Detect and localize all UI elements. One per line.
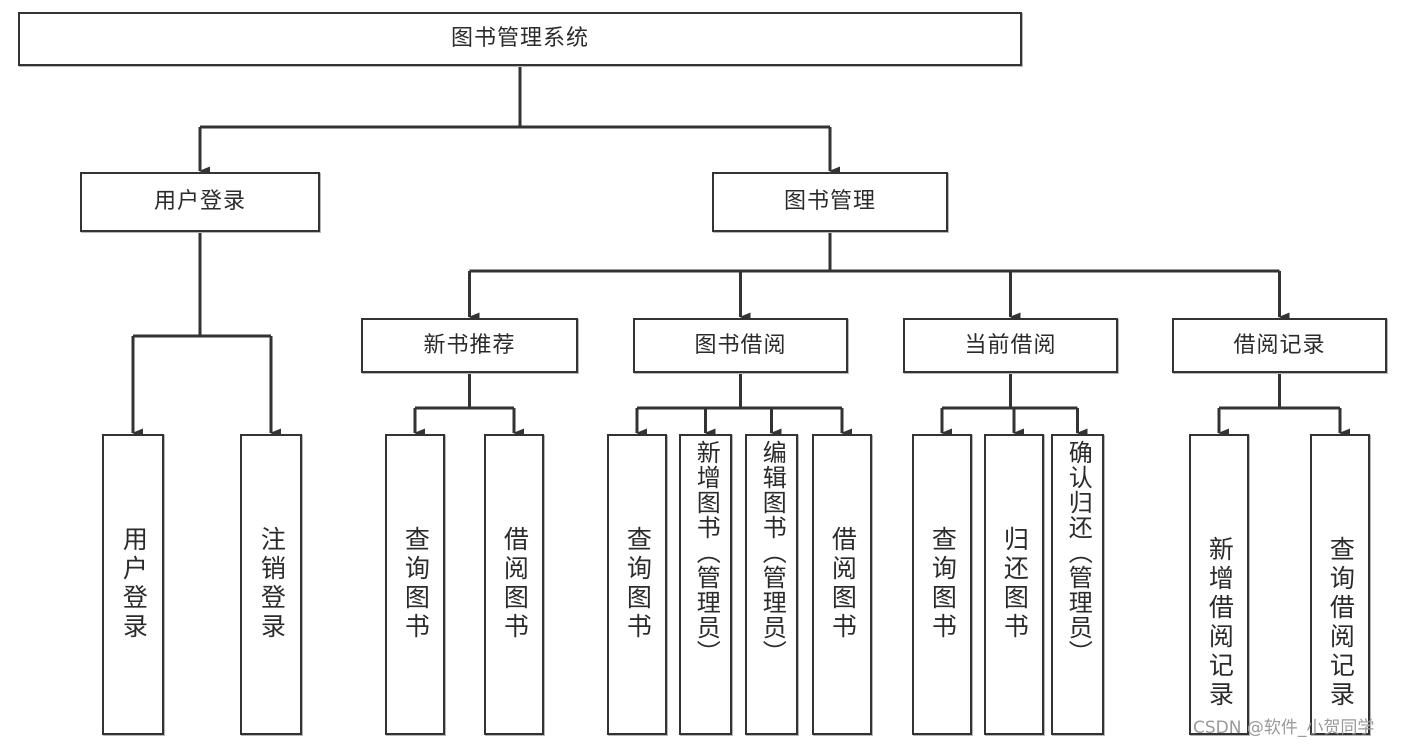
node-book-management-label: 图书管理 <box>783 189 876 215</box>
node-leaf-user-login-label: 用户登录 <box>119 526 149 642</box>
node-new-book-recommend[interactable]: 新书推荐 <box>361 318 578 373</box>
node-borrow-record[interactable]: 借阅记录 <box>1172 318 1387 373</box>
node-root-label: 图书管理系统 <box>450 26 589 52</box>
node-book-management[interactable]: 图书管理 <box>712 172 948 232</box>
node-leaf-query-book-1[interactable]: 查询图书 <box>385 434 445 735</box>
node-borrow-record-label: 借阅记录 <box>1233 332 1326 358</box>
node-leaf-query-book-2[interactable]: 查询图书 <box>607 434 667 735</box>
node-leaf-borrow-book-1[interactable]: 借阅图书 <box>484 434 544 735</box>
node-leaf-user-logout-label: 注销登录 <box>257 526 287 642</box>
node-book-borrow[interactable]: 图书借阅 <box>633 318 848 373</box>
node-leaf-borrow-book-2-label: 借阅图书 <box>828 526 858 642</box>
node-leaf-confirm-return[interactable]: 确认归还（管理员） <box>1051 434 1104 735</box>
node-leaf-query-book-3-label: 查询图书 <box>928 526 958 642</box>
node-leaf-edit-book-label: 编辑图书（管理员） <box>758 440 787 665</box>
watermark: CSDN @软件_小贺同学 <box>1193 718 1375 738</box>
node-leaf-query-book-3[interactable]: 查询图书 <box>912 434 972 735</box>
node-leaf-add-record-label: 新增借阅记录 <box>1205 536 1235 710</box>
node-user-login[interactable]: 用户登录 <box>80 172 320 232</box>
node-leaf-add-book[interactable]: 新增图书（管理员） <box>679 434 732 735</box>
node-root[interactable]: 图书管理系统 <box>18 12 1022 66</box>
node-leaf-borrow-book-1-label: 借阅图书 <box>500 526 530 642</box>
node-new-book-recommend-label: 新书推荐 <box>423 332 516 358</box>
node-leaf-return-book-label: 归还图书 <box>1000 526 1030 642</box>
node-current-borrow[interactable]: 当前借阅 <box>903 318 1118 373</box>
node-leaf-query-book-2-label: 查询图书 <box>623 526 653 642</box>
node-leaf-add-book-label: 新增图书（管理员） <box>692 440 721 665</box>
node-leaf-return-book[interactable]: 归还图书 <box>984 434 1044 735</box>
node-leaf-query-book-1-label: 查询图书 <box>401 526 431 642</box>
node-leaf-borrow-book-2[interactable]: 借阅图书 <box>812 434 872 735</box>
node-leaf-add-record[interactable]: 新增借阅记录 <box>1189 434 1249 735</box>
node-leaf-confirm-return-label: 确认归还（管理员） <box>1064 440 1093 665</box>
node-leaf-user-login[interactable]: 用户登录 <box>102 434 164 735</box>
node-leaf-edit-book[interactable]: 编辑图书（管理员） <box>745 434 798 735</box>
node-leaf-query-record-label: 查询借阅记录 <box>1326 536 1356 710</box>
node-current-borrow-label: 当前借阅 <box>964 332 1057 358</box>
node-leaf-user-logout[interactable]: 注销登录 <box>240 434 302 735</box>
node-user-login-label: 用户登录 <box>153 189 246 215</box>
node-book-borrow-label: 图书借阅 <box>694 332 787 358</box>
node-leaf-query-record[interactable]: 查询借阅记录 <box>1310 434 1370 735</box>
